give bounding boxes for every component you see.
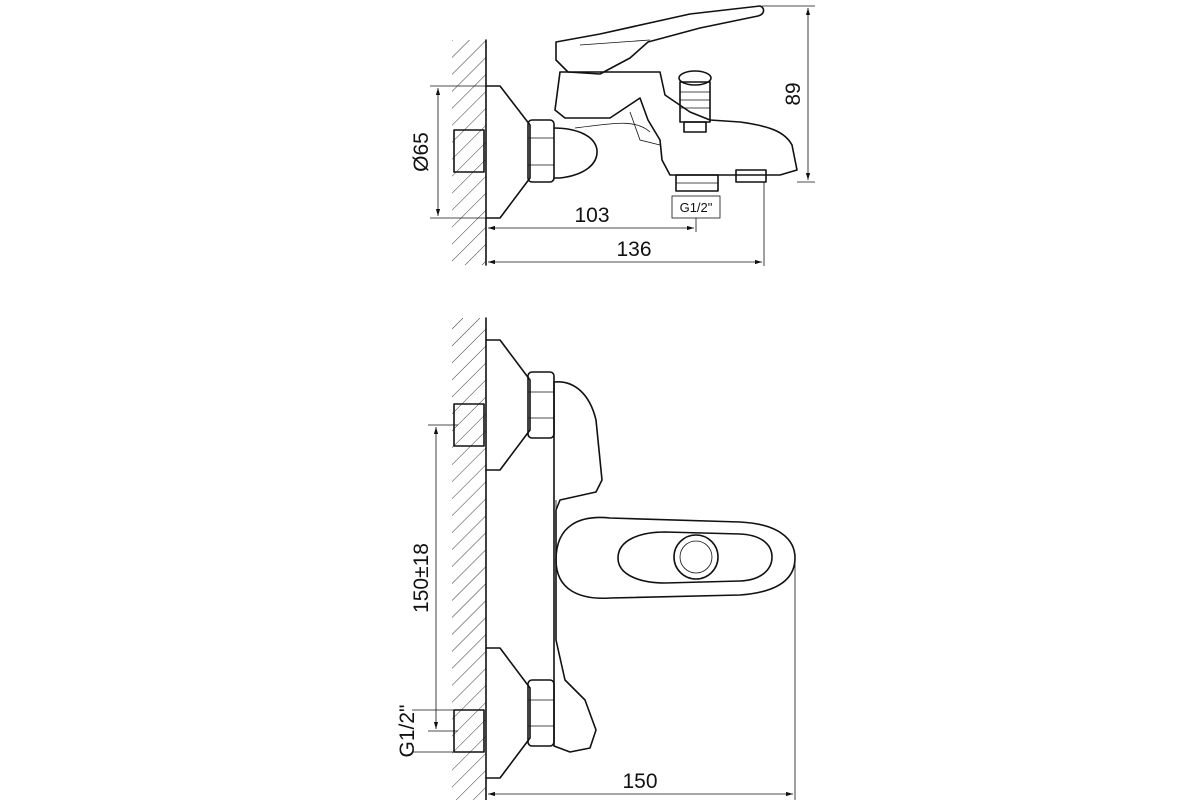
faucet-body	[554, 71, 798, 176]
lever-housing	[555, 516, 796, 600]
wall-hatch-front	[452, 318, 486, 800]
escutcheon-lower	[485, 647, 531, 779]
body-connector	[553, 127, 598, 179]
wall-hatch-top	[452, 40, 486, 265]
wall-inlet-pipe	[453, 129, 485, 173]
lever-handle	[555, 5, 765, 75]
diameter-dimension: Ø65	[410, 132, 433, 172]
hex-nut	[527, 119, 555, 183]
center-distance-dimension: 150±18	[410, 543, 433, 613]
hex-nut-lower	[527, 679, 555, 747]
total-depth-dimension-front: 150	[622, 770, 657, 793]
escutcheon-upper	[485, 339, 531, 471]
inlet-to-outlet-dimension: 103	[574, 204, 609, 227]
outlet-thread-label: G1/2"	[680, 200, 713, 215]
hex-nut-upper	[527, 371, 555, 439]
faucet-body-plan	[553, 381, 603, 753]
inlet-thread-label: G1/2"	[396, 705, 419, 758]
top-view: G1/2" Ø65 89 103 136	[410, 5, 815, 266]
diverter-knob	[678, 70, 712, 133]
escutcheon-flange	[485, 85, 531, 219]
lever-handle-plan	[617, 531, 773, 584]
height-dimension: 89	[782, 82, 805, 105]
shower-outlet-connector	[675, 174, 719, 192]
spout-aerator	[735, 169, 767, 183]
lever-cap	[673, 534, 719, 580]
front-view: 150±18 G1/2" 150	[396, 317, 796, 800]
total-depth-dimension-top: 136	[616, 238, 651, 261]
